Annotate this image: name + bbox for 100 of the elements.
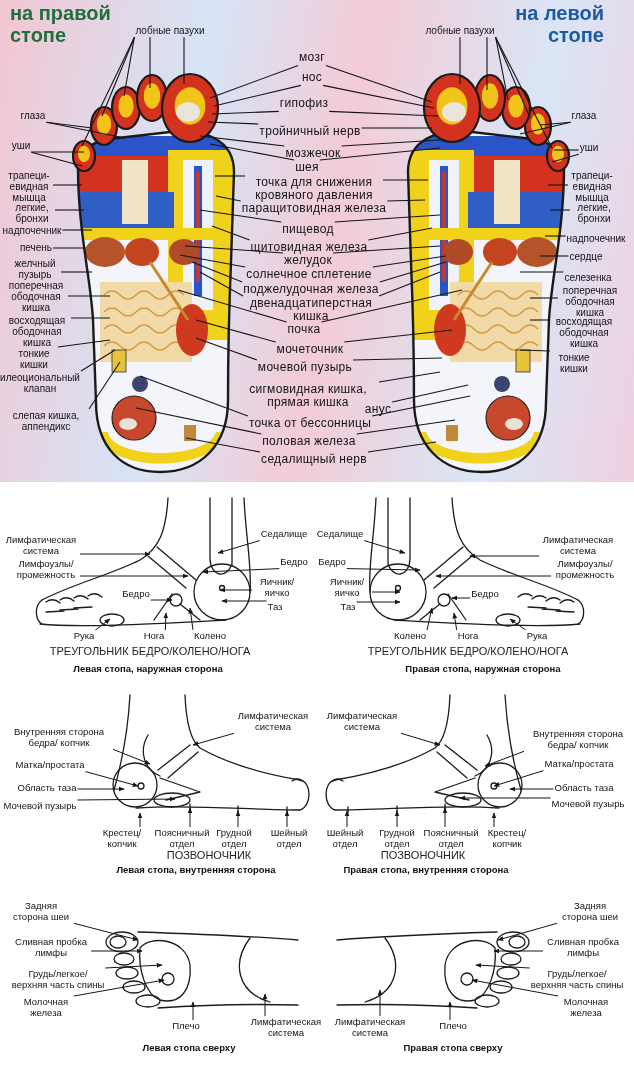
leader-line [544, 235, 567, 237]
callout-label: Лимфоузлы/ промежность [13, 559, 79, 581]
leader-line [551, 153, 580, 163]
leader-line [70, 317, 111, 319]
leader-line [199, 271, 244, 297]
callout-label: Плечо [439, 1021, 467, 1032]
leader-line [60, 271, 93, 273]
callout-label: илеоциональный клапан [0, 372, 80, 395]
leader-line [61, 229, 93, 231]
leader-line [475, 962, 531, 969]
callout-label: солнечное сплетение [246, 268, 372, 282]
figure-caption: Левая стопа, внутренняя сторона [116, 865, 276, 876]
leader-line [30, 151, 85, 153]
callout-label: Колено [394, 631, 426, 642]
callout-label: Лимфатическая система [540, 535, 616, 557]
leader-line [139, 375, 249, 417]
section-label: ПОЗВОНОЧНИК [380, 849, 466, 862]
leader-line [191, 261, 243, 283]
leader-line [361, 127, 433, 129]
callout-label: легкие, бронхи [571, 202, 617, 225]
leader-line [177, 289, 288, 323]
leader-line [207, 121, 259, 125]
leader-line [519, 271, 564, 273]
figure-caption: Правая стопа, наружная сторона [405, 664, 561, 675]
leader-line [519, 121, 572, 135]
leader-line [88, 361, 121, 410]
callout-label: лобные пазухи [425, 25, 495, 37]
callout-label: половая железа [262, 435, 356, 449]
leader-line [447, 1001, 453, 1021]
callout-label: Грудной отдел [211, 828, 257, 850]
foot-side-drawing [325, 694, 523, 814]
leader-line [52, 184, 83, 186]
leader-line [493, 948, 544, 954]
leader-line [553, 149, 580, 151]
callout-label: Колено [194, 631, 226, 642]
leader-line [451, 595, 471, 601]
leader-line [52, 247, 87, 249]
callout-label: Поясничный отдел [152, 828, 212, 850]
callout-label: Лимфатическая система [3, 535, 79, 557]
figure-caption: Левая стопа сверху [142, 1043, 236, 1054]
leader-line [426, 607, 434, 631]
leader-line [549, 209, 571, 211]
callout-label: пищевод [282, 223, 334, 237]
leader-line [484, 750, 525, 767]
callout-label: Молочная железа [19, 997, 73, 1019]
leader-line [459, 36, 461, 85]
leader-line [495, 36, 531, 119]
callout-label: паращитовидная железа [241, 202, 387, 216]
callout-label: Задняя сторона шеи [9, 901, 73, 923]
leader-line [77, 786, 125, 792]
leader-line [372, 255, 447, 268]
foot-heading: на правой стопе [10, 2, 112, 46]
leader-line [213, 84, 302, 107]
callout-label: мозг [299, 51, 325, 65]
leader-line [104, 962, 163, 969]
leader-line [199, 209, 282, 223]
leader-line [334, 214, 441, 223]
callout-label: Крестец/ копчик [98, 828, 146, 850]
callout-label: глаза [571, 110, 597, 122]
leader-line [356, 599, 401, 605]
callout-label: Яичник/ яичко [323, 577, 371, 599]
callout-label: Мочевой пузырь [551, 799, 625, 810]
leader-line [367, 441, 437, 453]
callout-label: гипофиз [279, 97, 329, 111]
leader-line [219, 587, 253, 593]
leader-line [262, 993, 268, 1017]
leader-line [214, 175, 246, 177]
callout-label: Грудь/легкое/ верхняя часть спины [11, 969, 105, 991]
leader-line [79, 573, 189, 579]
callout-label: Лимфатическая система [324, 711, 400, 733]
leader-line [112, 748, 151, 765]
leader-line [185, 437, 261, 453]
leader-line [57, 339, 111, 348]
leader-line [190, 1001, 196, 1021]
leader-line [195, 319, 277, 343]
callout-label: глаза [20, 110, 46, 122]
callout-label: сердце [569, 251, 603, 263]
callout-label: Бедро [318, 557, 346, 568]
leader-line [539, 255, 570, 257]
figure-caption: Левая стопа, наружная сторона [73, 664, 223, 675]
leader-line [495, 36, 553, 149]
callout-label: Яичник/ яичко [253, 577, 301, 599]
leader-line [85, 771, 139, 787]
leader-line [322, 84, 435, 109]
leader-line [320, 289, 463, 323]
callout-label: Поясничный отдел [421, 828, 481, 850]
callout-label: слепая кишка, аппендикс [4, 410, 88, 433]
leader-line [509, 786, 554, 792]
callout-label: нос [301, 71, 323, 85]
callout-label: Нога [143, 631, 165, 642]
callout-label: точка от бессонницы [248, 417, 372, 431]
callout-label: Таз [267, 602, 283, 613]
section-label: ТРЕУГОЛЬНИК БЕДРО/КОЛЕНО/НОГА [367, 645, 569, 658]
leader-line [469, 553, 540, 559]
callout-label: седалищный нерв [261, 453, 367, 467]
leader-line [352, 357, 443, 361]
leader-line [371, 589, 401, 595]
callout-label: Плечо [172, 1021, 200, 1032]
leader-line [391, 384, 469, 403]
callout-label: мочеточник [276, 343, 344, 357]
